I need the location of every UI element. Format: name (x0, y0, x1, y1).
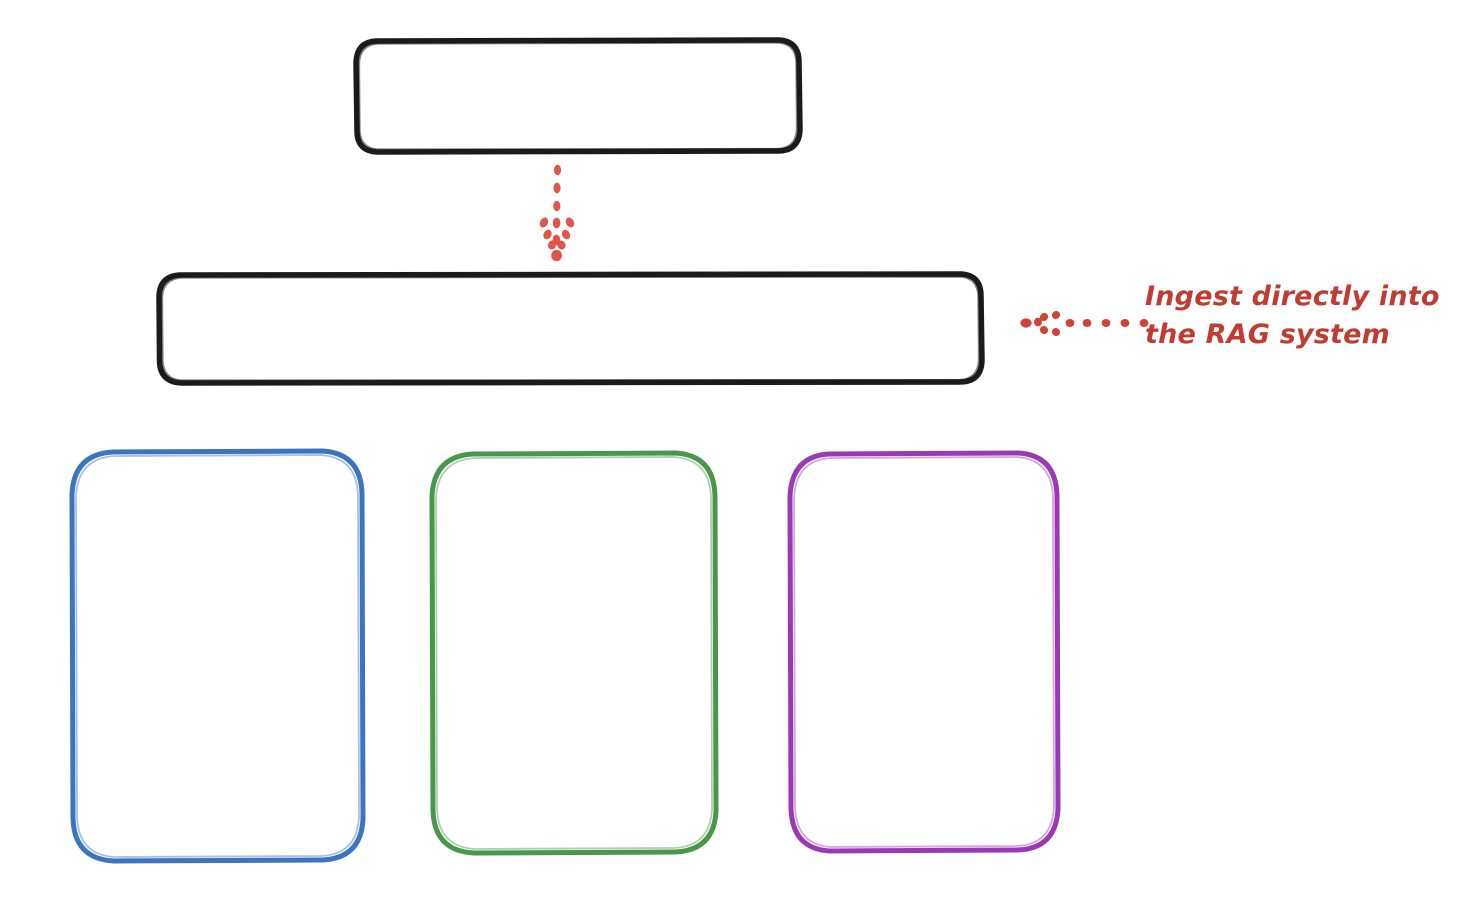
key-value-io-api-label: KeyValueIO (set_key, delete_key, get) (459, 554, 689, 650)
ingest-annotation-label: Ingest directly into the RAG system (1145, 281, 1440, 351)
rag-tool-node[interactable]: RAG Tool (156, 271, 985, 386)
key-value-io-node[interactable]: KeyValueIO (set_key, delete_key, get) Ke… (429, 450, 719, 856)
vector-io-index-label: VectorIndex (131, 707, 304, 736)
key-value-io-index-label: KeyValueIndex (468, 685, 680, 715)
relational-io-node[interactable]: RelationalIO (insert_sql, query_sql) SQL… (787, 450, 1061, 854)
agent-node[interactable]: AGENT (353, 37, 803, 155)
vector-io-node[interactable]: VectorIO (insert_chunks, delete_chunks, … (69, 448, 366, 864)
key-value-io-node-border (429, 450, 719, 856)
agent-to-rag-tool-arrow (539, 164, 575, 262)
relational-io-api-label: RelationalIO (insert_sql, query_sql) (836, 554, 1012, 650)
agent-label: AGENT (519, 78, 637, 113)
ingest-to-rag-tool-arrow (1020, 311, 1149, 336)
vector-io-api-label: VectorIO (insert_chunks, delete_chunks, … (108, 542, 327, 671)
relational-io-node-border (787, 450, 1061, 854)
rag-tool-label: RAG Tool (507, 310, 633, 344)
relational-io-index-label: SQLTable (860, 685, 988, 715)
